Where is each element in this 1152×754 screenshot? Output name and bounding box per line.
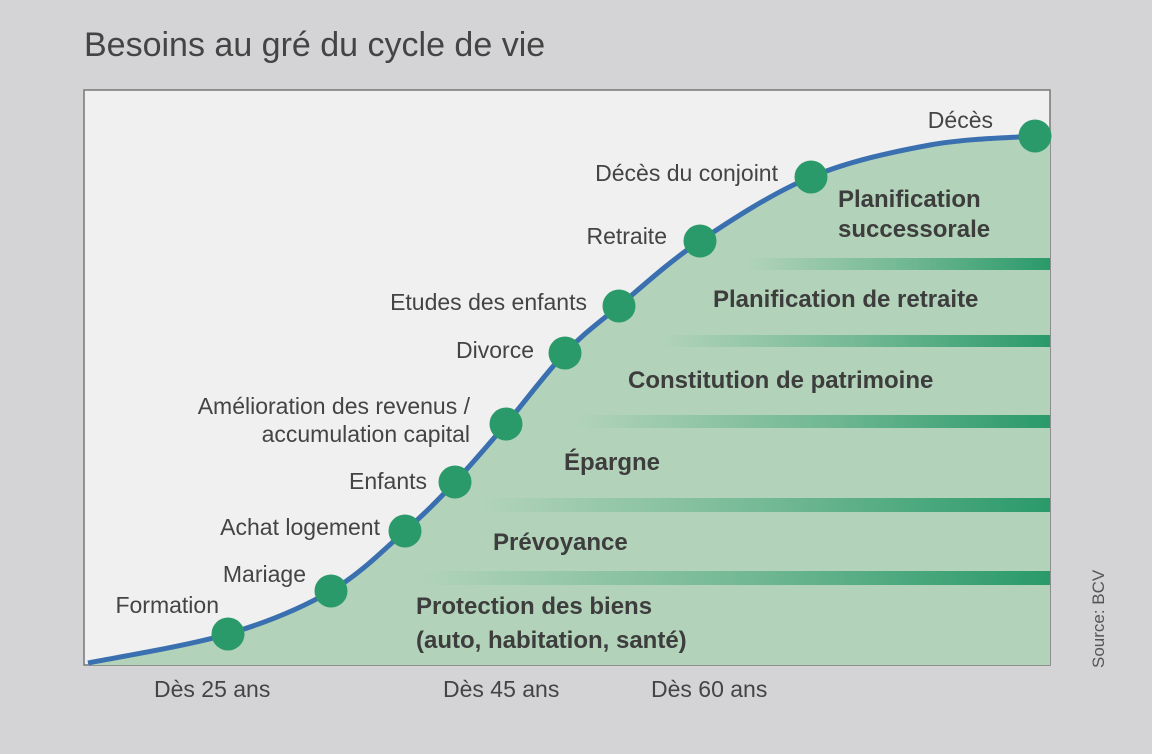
event-dot bbox=[314, 574, 348, 608]
band-label: Constitution de patrimoine bbox=[628, 367, 933, 394]
band-divider bbox=[420, 571, 1050, 585]
event-labels: Formation Mariage Achat logement Enfants… bbox=[115, 107, 993, 618]
band-label: Protection des biens bbox=[416, 593, 652, 620]
band-divider bbox=[745, 258, 1050, 270]
event-label: Mariage bbox=[223, 561, 306, 587]
band-label: Prévoyance bbox=[493, 529, 628, 556]
axis-label: Dès 60 ans bbox=[651, 676, 767, 702]
event-label: Amélioration des revenus / bbox=[198, 393, 471, 419]
event-label: Etudes des enfants bbox=[390, 289, 587, 315]
source-note: Source: BCV bbox=[1089, 569, 1108, 668]
event-label: Décès bbox=[928, 107, 993, 133]
age-axis: Dès 25 ans Dès 45 ans Dès 60 ans bbox=[154, 676, 767, 702]
event-dot bbox=[489, 407, 523, 441]
event-label: Formation bbox=[115, 592, 219, 618]
event-dot bbox=[438, 465, 472, 499]
event-dots bbox=[211, 119, 1052, 651]
event-label: Divorce bbox=[456, 337, 534, 363]
event-dot bbox=[602, 289, 636, 323]
event-dot bbox=[683, 224, 717, 258]
band-label: (auto, habitation, santé) bbox=[416, 627, 687, 654]
band-label: successorale bbox=[838, 216, 990, 243]
band-dividers bbox=[420, 258, 1050, 585]
band-label: Planification de retraite bbox=[713, 286, 978, 313]
band-labels: Planification successorale Planification… bbox=[416, 186, 990, 654]
event-dot bbox=[1018, 119, 1052, 153]
band-divider bbox=[480, 498, 1050, 512]
title: Besoins au gré du cycle de vie bbox=[84, 26, 545, 64]
band-label: Épargne bbox=[564, 448, 660, 476]
axis-label: Dès 45 ans bbox=[443, 676, 559, 702]
event-dot bbox=[794, 160, 828, 194]
band-label: Planification bbox=[838, 186, 981, 213]
band-divider bbox=[660, 335, 1050, 347]
event-dot bbox=[211, 617, 245, 651]
event-label: Décès du conjoint bbox=[595, 160, 778, 186]
event-label: Enfants bbox=[349, 468, 427, 494]
event-dot bbox=[388, 514, 422, 548]
band-divider bbox=[575, 415, 1050, 428]
event-label: Achat logement bbox=[220, 514, 380, 540]
event-label: accumulation capital bbox=[262, 421, 470, 447]
event-label: Retraite bbox=[586, 223, 667, 249]
axis-label: Dès 25 ans bbox=[154, 676, 270, 702]
event-dot bbox=[548, 336, 582, 370]
